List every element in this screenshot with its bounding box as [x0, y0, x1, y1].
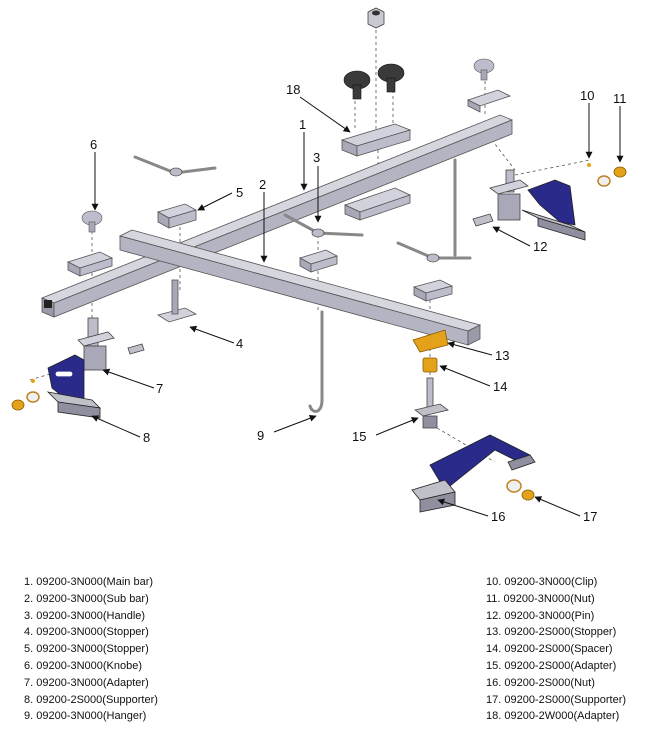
- part-item-4: 4. 09200-3N000(Stopper): [24, 626, 149, 639]
- right-pin: [472, 213, 494, 227]
- left-adapter: [77, 317, 145, 371]
- part-item-17: 17. 09200-2S000(Supporter): [486, 693, 627, 706]
- callout-12: 12: [533, 239, 547, 254]
- stopper-brackets: [66, 89, 512, 323]
- callout-9: 9: [257, 428, 264, 443]
- callout-15: 15: [352, 429, 366, 444]
- nut-17: [506, 479, 535, 501]
- right-supporter: [521, 179, 586, 241]
- callout-labels: 1 2 3 4 5 6 7 8 9 10 11 12 13 14 15 16 1…: [90, 82, 627, 524]
- left-nut: [11, 379, 40, 411]
- top-nut: [367, 7, 385, 29]
- adapter-18: [340, 123, 412, 221]
- part-item-7: 7. 09200-3N000(Adapter): [24, 676, 149, 689]
- callout-6: 6: [90, 137, 97, 152]
- callout-2: 2: [259, 177, 266, 192]
- leader-lines: [91, 96, 624, 517]
- part-item-14: 14. 09200-2S000(Spacer): [486, 643, 613, 656]
- sub-bar: [118, 229, 482, 346]
- adapter-15: [414, 377, 449, 429]
- part-item-11: 11. 09200-3N000(Nut): [486, 592, 595, 605]
- part-item-2: 2. 09200-3N000(Sub bar): [24, 592, 149, 605]
- part-item-8: 8. 09200-2S000(Supporter): [24, 693, 158, 706]
- right-adapter: [489, 169, 529, 221]
- part-item-18: 18. 09200-2W000(Adapter): [486, 710, 620, 723]
- right-nuts: [587, 163, 627, 187]
- callout-5: 5: [236, 185, 243, 200]
- callout-7: 7: [156, 381, 163, 396]
- part-item-6: 6. 09200-3N000(Knobe): [24, 659, 143, 672]
- callout-10: 10: [580, 88, 594, 103]
- knob-icon: [81, 58, 495, 233]
- callout-14: 14: [493, 379, 507, 394]
- part-item-10: 10. 09200-3N000(Clip): [486, 576, 598, 588]
- part-item-16: 16. 09200-2S000(Nut): [486, 676, 595, 689]
- supporter-16: [411, 434, 536, 513]
- parts-list-left-column: 1. 09200-3N000(Main bar) 2. 09200-3N000(…: [24, 574, 158, 725]
- parts-list: 1. 09200-3N000(Main bar) 2. 09200-3N000(…: [0, 574, 646, 724]
- part-item-12: 12. 09200-3N000(Pin): [486, 609, 595, 622]
- callout-18: 18: [286, 82, 300, 97]
- left-supporter: [46, 354, 102, 419]
- callout-17: 17: [583, 509, 597, 524]
- callout-11: 11: [613, 91, 627, 106]
- part-item-15: 15. 09200-2S000(Adapter): [486, 659, 617, 672]
- callout-8: 8: [143, 430, 150, 445]
- part-item-1: 1. 09200-3N000(Main bar): [24, 576, 154, 588]
- callout-16: 16: [491, 509, 505, 524]
- part-item-13: 13. 09200-2S000(Stopper): [486, 626, 617, 639]
- hanger: [308, 158, 457, 413]
- part-item-9: 9. 09200-3N000(Hanger): [24, 710, 147, 723]
- callout-4: 4: [236, 336, 243, 351]
- spacer-14: [422, 357, 438, 373]
- exploded-assembly-diagram: 1 2 3 4 5 6 7 8 9 10 11 12 13 14 15 16 1…: [11, 7, 627, 524]
- callout-13: 13: [495, 348, 509, 363]
- callout-1: 1: [299, 117, 306, 132]
- callout-3: 3: [313, 150, 320, 165]
- part-item-5: 5. 09200-3N000(Stopper): [24, 643, 149, 656]
- part-item-3: 3. 09200-3N000(Handle): [24, 609, 146, 622]
- parts-list-right-column: 10. 09200-3N000(Clip) 11. 09200-3N000(Nu…: [486, 574, 626, 725]
